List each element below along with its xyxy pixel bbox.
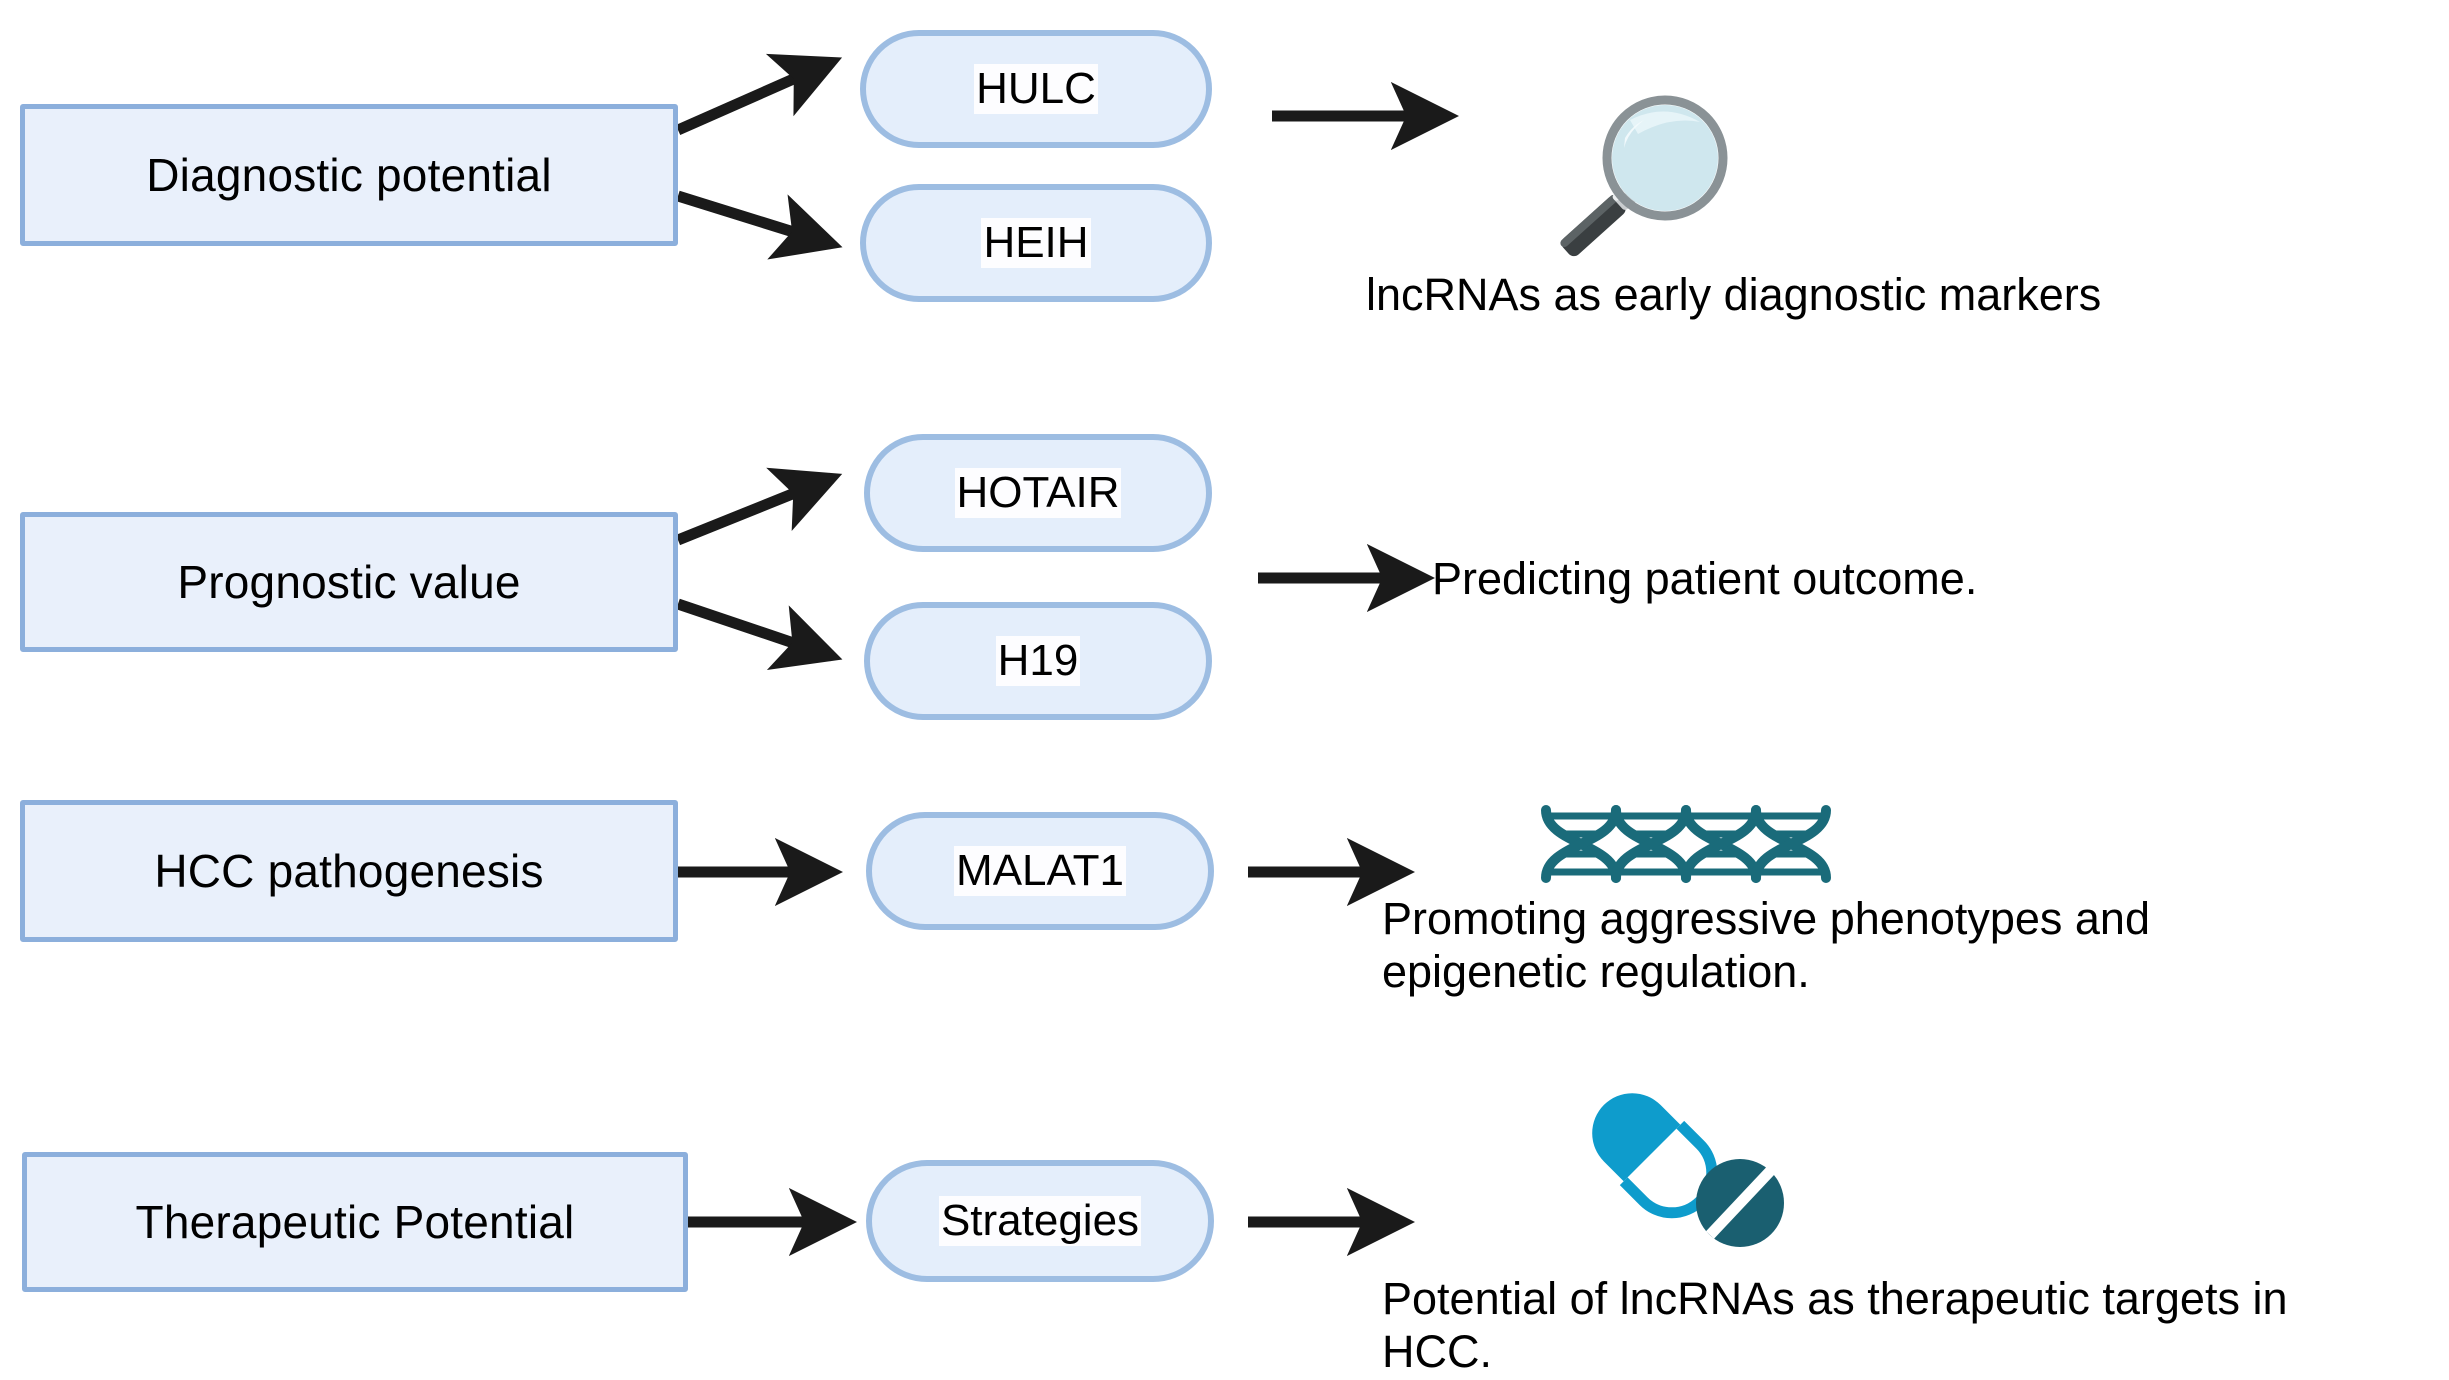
gene-pill-h19[interactable]: H19 [864, 602, 1212, 720]
arrow-diagnostic-to-heih [676, 190, 843, 260]
category-label: Prognostic value [177, 556, 521, 608]
magnifying-glass-icon [1520, 90, 1760, 280]
outcome-text-therapeutic: Potential of lncRNAs as therapeutic targ… [1382, 1272, 2402, 1378]
gene-pill-label: Strategies [938, 1196, 1142, 1246]
outcome-text-pathogenesis: Promoting aggressive phenotypes and epig… [1382, 892, 2382, 998]
gene-pill-label: HULC [974, 64, 1098, 114]
gene-pill-strategies[interactable]: Strategies [866, 1160, 1214, 1282]
outcome-line: Potential of lncRNAs as therapeutic targ… [1382, 1273, 2288, 1324]
gene-pill-label: HOTAIR [954, 468, 1122, 518]
gene-pill-label: H19 [995, 636, 1081, 686]
arrow-prognostic-to-h19 [676, 598, 843, 671]
gene-pill-malat1[interactable]: MALAT1 [866, 812, 1214, 930]
outcome-line: Promoting aggressive phenotypes and [1382, 893, 2150, 944]
dna-helix-icon [1528, 800, 1858, 888]
gene-pill-hulc[interactable]: HULC [860, 30, 1212, 148]
pill-capsule-icon [1560, 1075, 1810, 1255]
category-box-pathogenesis[interactable]: HCC pathogenesis [20, 800, 678, 942]
category-box-diagnostic[interactable]: Diagnostic potential [20, 104, 678, 246]
outcome-line: HCC. [1382, 1326, 1492, 1378]
outcome-text-prognostic: Predicting patient outcome. [1432, 552, 2332, 605]
gene-pill-hotair[interactable]: HOTAIR [864, 434, 1212, 552]
gene-pill-label: HEIH [981, 218, 1091, 268]
category-box-prognostic[interactable]: Prognostic value [20, 512, 678, 652]
category-label: HCC pathogenesis [154, 845, 544, 897]
outcome-text-diagnostic: lncRNAs as early diagnostic markers [1366, 268, 2306, 321]
arrow-diagnostic-to-hulc [675, 53, 843, 136]
gene-pill-label: MALAT1 [954, 846, 1126, 896]
outcome-line: Predicting patient outcome. [1432, 553, 1978, 604]
gene-pill-heih[interactable]: HEIH [860, 184, 1212, 302]
arrow-prognostic-to-hotair [675, 467, 843, 546]
category-box-therapeutic[interactable]: Therapeutic Potential [22, 1152, 688, 1292]
outcome-line: epigenetic regulation. [1382, 946, 1810, 998]
category-label: Therapeutic Potential [135, 1196, 575, 1248]
outcome-line: lncRNAs as early diagnostic markers [1366, 269, 2102, 320]
category-label: Diagnostic potential [146, 149, 552, 201]
